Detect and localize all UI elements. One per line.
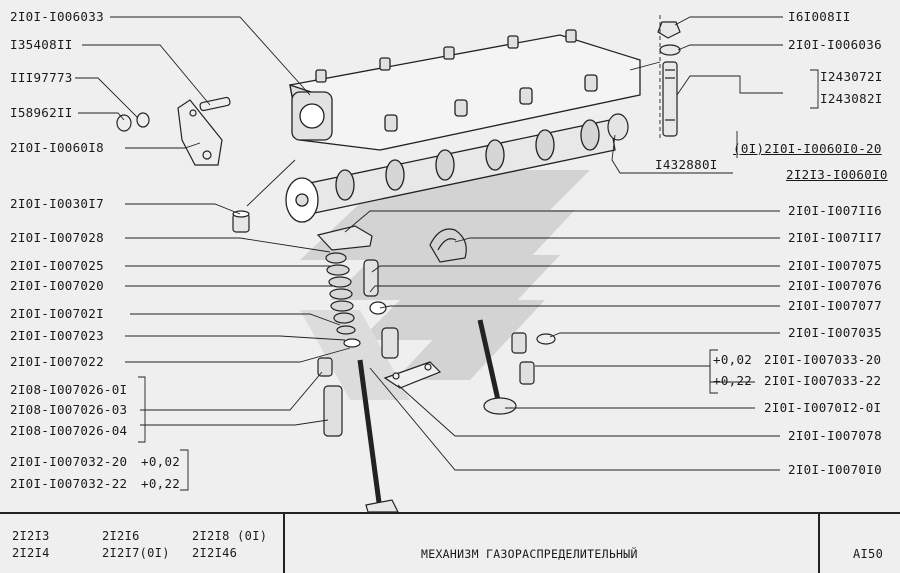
label-part: 2I0I-I007II7 bbox=[788, 230, 882, 245]
title-block: 2I2I3 2I2I4 2I2I6 2I2I7(0I) 2I2I8 (0I) 2… bbox=[0, 512, 900, 573]
label-part: (0I)2I0I-I0060I0-20 bbox=[733, 141, 882, 156]
label-part: I243082I bbox=[820, 91, 883, 106]
model-code: 2I2I4 bbox=[12, 546, 50, 560]
tolerance-brackets bbox=[138, 69, 819, 491]
label-part: 2I0I-I007076 bbox=[788, 278, 882, 293]
label-part: 2I0I-I006036 bbox=[788, 37, 882, 52]
divider bbox=[818, 514, 820, 573]
drawing-title: МЕХАНИЗМ ГАЗОРАСПРЕДЕЛИТЕЛЬНЫЙ bbox=[421, 547, 638, 561]
label-part: 2I0I-I007II6 bbox=[788, 203, 882, 218]
bushing bbox=[232, 210, 250, 233]
label-part: I243072I bbox=[820, 69, 883, 84]
divider bbox=[283, 514, 285, 573]
label-part: 2I0I-I007033-22 bbox=[764, 373, 882, 388]
label-part: 2I0I-I0070I0 bbox=[788, 462, 882, 477]
label-part: 2I0I-I007078 bbox=[788, 428, 882, 443]
label-part: 2I0I-I007075 bbox=[788, 258, 882, 273]
label-tolerance: +0,22 bbox=[713, 373, 753, 388]
label-tolerance: +0,02 bbox=[713, 352, 753, 367]
label-part: 2I0I-I007025 bbox=[10, 258, 104, 273]
label-part: 2I0I-I007023 bbox=[10, 328, 104, 343]
exploded-view-drawing bbox=[75, 15, 819, 512]
camshaft bbox=[285, 119, 616, 223]
label-part: 2I0I-I007077 bbox=[788, 298, 882, 313]
label-part: 2I0I-I007022 bbox=[10, 354, 104, 369]
label-part: 2I0I-I007032-20 bbox=[10, 454, 128, 469]
label-part: 2I0I-I0030I7 bbox=[10, 196, 104, 211]
parts-diagram: 2I0I-I006033 I35408II III97773 I58962II … bbox=[10, 9, 888, 512]
model-code: 2I2I46 bbox=[192, 546, 238, 560]
label-part: 2I2I3-I0060I0 bbox=[786, 167, 888, 182]
model-code: 2I2I8 (0I) bbox=[192, 529, 268, 543]
label-part: 2I08-I007026-03 bbox=[10, 402, 128, 417]
plug bbox=[607, 113, 629, 141]
label-part: 2I0I-I007033-20 bbox=[764, 352, 882, 367]
label-part: 2I0I-I007020 bbox=[10, 278, 104, 293]
label-part: 2I0I-I00702I bbox=[10, 306, 104, 321]
label-part: I432880I bbox=[655, 157, 718, 172]
rocker-arm bbox=[316, 225, 467, 263]
leader-lines bbox=[75, 15, 783, 471]
label-part: I6I008II bbox=[788, 9, 851, 24]
valves bbox=[357, 319, 517, 512]
camshaft-housing bbox=[289, 29, 641, 151]
label-part: 2I0I-I007035 bbox=[788, 325, 882, 340]
label-part: 2I0I-I006033 bbox=[10, 9, 104, 24]
label-part: I35408II bbox=[10, 37, 73, 52]
model-code: 2I2I6 bbox=[102, 529, 140, 543]
model-code: 2I2I7(0I) bbox=[102, 546, 170, 560]
sheet-number: АI50 bbox=[853, 547, 884, 561]
label-part: 2I0I-I0070I2-0I bbox=[764, 400, 882, 415]
label-tolerance: +0,22 bbox=[141, 476, 181, 491]
label-part: 2I0I-I0060I8 bbox=[10, 140, 104, 155]
valve-guides bbox=[317, 332, 556, 437]
chain-tensioner-bracket bbox=[116, 96, 231, 166]
label-part: 2I08-I007026-04 bbox=[10, 423, 128, 438]
model-code: 2I2I3 bbox=[12, 529, 50, 543]
gasket-plate bbox=[383, 361, 442, 389]
label-part: III97773 bbox=[10, 70, 73, 85]
label-part: 2I0I-I007028 bbox=[10, 230, 104, 245]
label-part: 2I0I-I007032-22 bbox=[10, 476, 128, 491]
label-tolerance: +0,02 bbox=[141, 454, 181, 469]
label-part: 2I08-I007026-0I bbox=[10, 382, 128, 397]
stud-assembly bbox=[657, 21, 681, 137]
label-part: I58962II bbox=[10, 105, 73, 120]
